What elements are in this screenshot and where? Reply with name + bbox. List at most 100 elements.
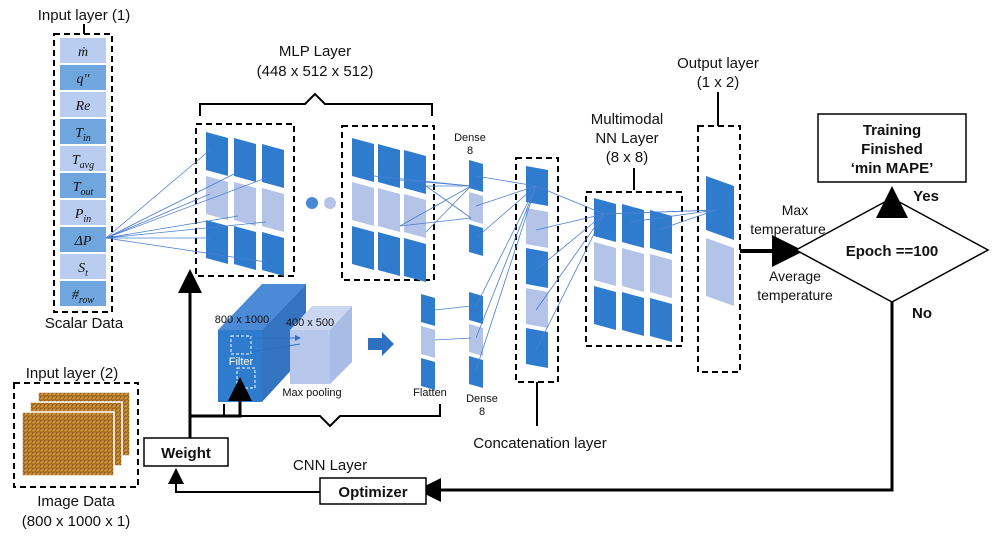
connection-line (425, 185, 472, 233)
pool-size: 400 x 500 (286, 317, 334, 329)
optimizer-label: Optimizer (338, 484, 407, 501)
multimodal-size: (8 x 8) (606, 149, 649, 166)
connection-line (535, 213, 605, 311)
image-stack (21, 391, 131, 477)
scalar-input-cell (60, 281, 106, 306)
mlp-group-2-box (341, 125, 435, 281)
connection-line (475, 185, 537, 307)
mlp-neuron (404, 238, 426, 282)
flatten-neuron (421, 294, 435, 326)
mlp-neuron (234, 226, 256, 270)
input-layer-1-box (53, 33, 113, 313)
concat-label: Concatenation layer (473, 435, 606, 452)
yes-label: Yes (913, 188, 939, 205)
image-data-caption: Image Data (37, 493, 115, 510)
mlp-neuron (234, 182, 256, 226)
avg-temp-label-1: Average (769, 268, 821, 284)
connection-line (399, 185, 472, 227)
mlp-layer-size: (448 x 512 x 512) (257, 63, 374, 80)
mlp-group-2-neurons (352, 138, 426, 282)
output-neuron-avg (706, 238, 734, 306)
mlp-neuron (378, 232, 400, 276)
connection-line (475, 185, 537, 207)
mlp-neuron (404, 194, 426, 238)
mlp-neuron (352, 138, 374, 182)
multimodal-neuron (650, 254, 672, 298)
mlp-neuron (404, 150, 426, 194)
dense-bottom-neuron (469, 292, 483, 324)
connection-line (105, 237, 267, 263)
dense-bottom-label: Dense (466, 393, 498, 405)
avg-temp-label-2: temperature (757, 287, 833, 303)
dense-top-neurons (469, 160, 483, 256)
connection-line (475, 175, 537, 187)
multimodal-neuron (622, 292, 644, 336)
scalar-data-caption: Scalar Data (45, 315, 124, 332)
training-line-3: ‘min MAPE’ (851, 160, 934, 177)
cnn-input-size: 800 x 1000 (215, 314, 269, 326)
mlp-neuron (378, 144, 400, 188)
ellipsis-dot-2 (324, 197, 336, 209)
input-layer-2-title: Input layer (2) (26, 365, 119, 382)
mlp-brace (199, 92, 433, 116)
output-neuron-max (706, 176, 734, 240)
mlp-neuron (262, 144, 284, 188)
mlp-neuron (234, 138, 256, 182)
connection-line (535, 213, 605, 231)
connection-lines (105, 149, 717, 371)
flatten-neurons (421, 294, 435, 390)
connection-line (475, 185, 537, 339)
connection-line (475, 185, 537, 371)
connection-line (434, 305, 472, 311)
no-label: No (912, 305, 932, 322)
connection-line (105, 215, 239, 239)
weight-label: Weight (161, 445, 211, 462)
connection-line (434, 337, 472, 341)
mlp-neuron (352, 182, 374, 226)
connection-line (105, 177, 267, 239)
image-data-size: (800 x 1000 x 1) (22, 513, 130, 530)
mlp-neuron (206, 176, 228, 220)
connection-line (657, 209, 717, 231)
connection-line (535, 185, 605, 215)
connection-line (105, 149, 211, 239)
dense-bottom-neuron (469, 324, 483, 356)
concat-box (515, 157, 559, 383)
concat-neuron (526, 208, 548, 248)
multimodal-neuron (650, 210, 672, 254)
flatten-neuron (421, 358, 435, 390)
mlp-layer-title: MLP Layer (279, 43, 351, 60)
optimizer-to-weight-line (168, 468, 320, 493)
dense-bottom-neuron (469, 356, 483, 388)
filter-window (230, 335, 252, 355)
mlp-group-1-neurons (206, 132, 284, 276)
concat-neurons (526, 166, 548, 368)
mlp-neuron (378, 188, 400, 232)
cnn-brace (223, 404, 441, 428)
training-line-1: Training (863, 122, 921, 139)
max-temp-label-1: Max (782, 202, 808, 218)
scalar-input-symbol: q'' (77, 72, 91, 87)
weight-to-cnn-line (188, 377, 252, 438)
decision-label: Epoch ==100 (846, 243, 939, 260)
mlp-neuron (352, 226, 374, 270)
scalar-input-cell (60, 146, 106, 171)
cnn-layer-title: CNN Layer (293, 457, 367, 474)
training-line-2: Finished (861, 141, 923, 158)
output-layer-title: Output layer (677, 55, 759, 72)
input-layer-2-box (13, 382, 139, 488)
connection-line (475, 185, 537, 239)
cnn-flow-arrow (368, 332, 394, 356)
connection-line (105, 193, 211, 239)
filter-connection-2 (250, 343, 301, 353)
mlp-neuron (262, 232, 284, 276)
multimodal-title-2: NN Layer (595, 130, 658, 147)
output-layer-size: (1 x 2) (697, 74, 740, 91)
connection-line (399, 217, 472, 227)
dense-top-neuron (469, 224, 483, 256)
connection-line (629, 209, 717, 223)
scalar-input-cell (60, 173, 106, 198)
scalar-input-cell (60, 38, 106, 63)
weight-box (143, 437, 229, 467)
